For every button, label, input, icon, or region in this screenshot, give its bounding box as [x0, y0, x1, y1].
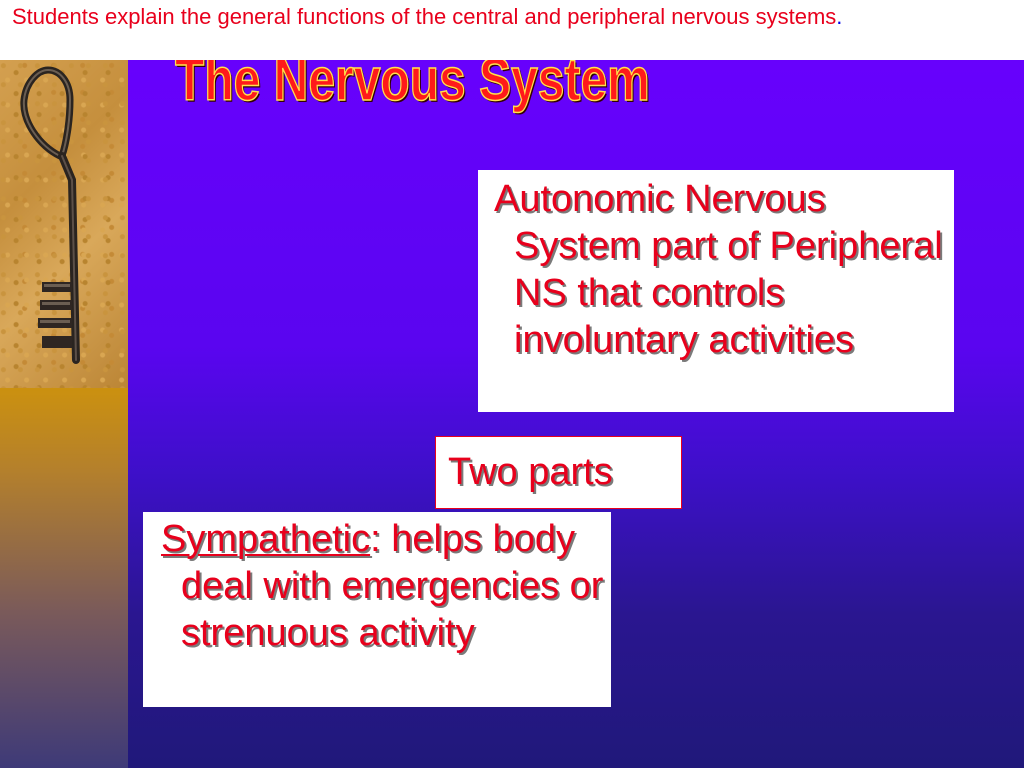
objective-sentence: Students explain the general functions o… [12, 4, 837, 29]
two-parts-box: Two parts [435, 436, 682, 509]
autonomic-nervous-system-box: Autonomic Nervous System part of Periphe… [478, 170, 954, 412]
sympathetic-definition: Sympathetic: helps body deal with emerge… [155, 516, 605, 657]
key-icon [20, 66, 80, 364]
key-photo [0, 60, 128, 388]
slide-title: The Nervous System [174, 46, 650, 114]
objective-period: . [836, 4, 843, 29]
two-parts-label: Two parts [448, 451, 613, 493]
objective-header: Students explain the general functions o… [0, 0, 1024, 60]
autonomic-definition: Autonomic Nervous System part of Periphe… [494, 178, 943, 361]
sympathetic-description: : helps body deal with emergencies or st… [181, 518, 604, 654]
sympathetic-term: Sympathetic [161, 518, 371, 560]
sympathetic-box: Sympathetic: helps body deal with emerge… [143, 512, 611, 707]
objective-text: Students explain the general functions o… [12, 4, 1002, 29]
